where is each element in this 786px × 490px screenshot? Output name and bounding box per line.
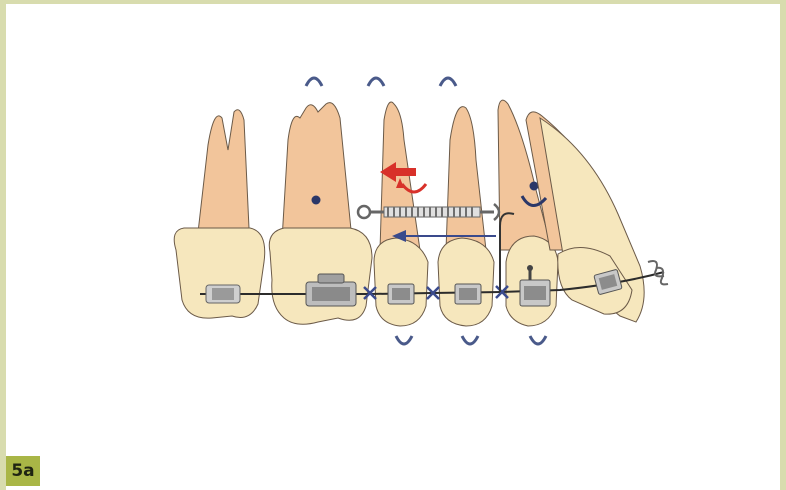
arc-symbol	[306, 78, 322, 86]
bracket-premolar-2	[388, 284, 414, 304]
arc-symbol	[530, 336, 546, 344]
arc-symbol	[440, 78, 456, 86]
arc-symbol	[462, 336, 478, 344]
bracket-molar-2	[206, 285, 240, 303]
arc-symbol	[396, 336, 412, 344]
bottom-arc-symbols	[396, 336, 546, 344]
arc-symbol	[368, 78, 384, 86]
top-arc-symbols	[306, 78, 456, 86]
center-of-resistance-dot	[312, 196, 321, 205]
figure-label: 5a	[6, 456, 40, 486]
bracket-premolar-1	[455, 284, 481, 304]
